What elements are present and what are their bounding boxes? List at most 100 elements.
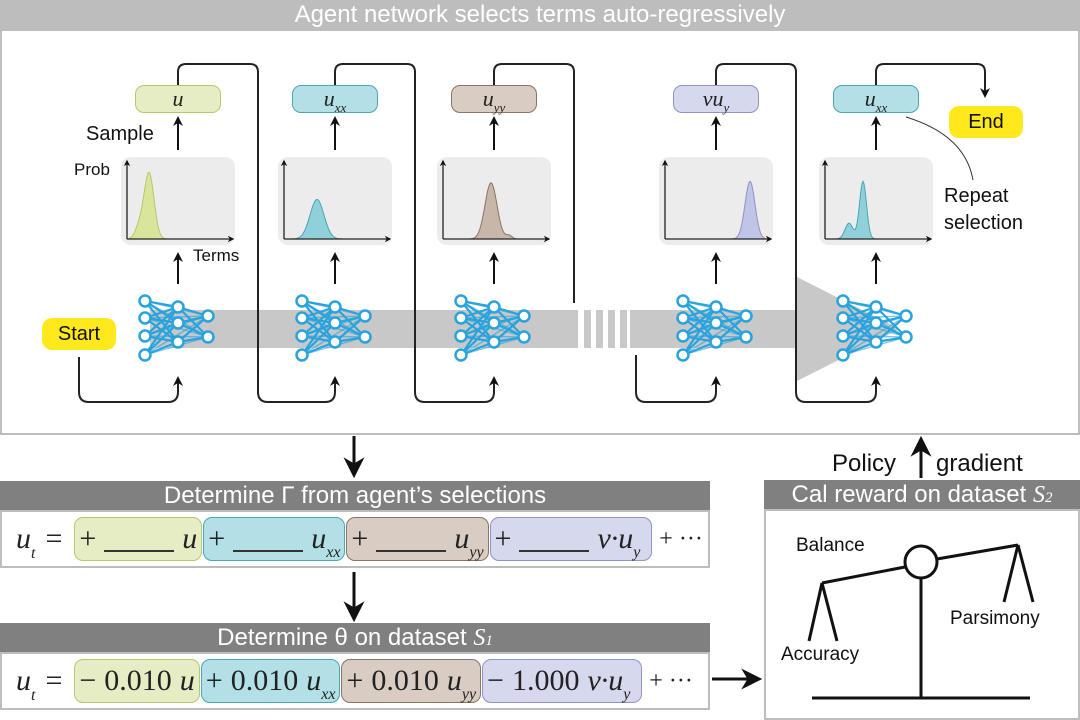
term-coefficient: 0.010 [371,664,439,697]
loop-connector [493,63,575,303]
prob-label: Prob [74,160,110,179]
network-node [454,329,468,343]
loop-connector [177,63,340,403]
network-node [295,311,309,325]
start-tag[interactable]: Start [42,318,116,350]
accuracy-label: Accuracy [781,644,860,665]
term-text: u [323,86,335,111]
coefficient-blank [233,526,304,552]
term-variable: u [454,522,470,555]
distribution-chart [659,157,773,245]
term-subscript: xx [334,100,347,115]
network-node [171,316,185,330]
distribution-chart [819,157,933,245]
end-tag[interactable]: End [949,106,1023,138]
network-node [171,300,185,314]
term-variable: u [446,664,462,697]
terms-label: Terms [193,246,240,265]
network-node [201,309,215,323]
network-node [328,300,342,314]
term-coefficient: 1.000 [511,664,580,697]
equals-sign: = [45,664,63,697]
network-node [487,335,501,349]
term-subscript: yy [469,544,484,561]
theta-dataset: S1 [473,625,493,651]
network-node [869,335,883,349]
network-node [328,316,342,330]
network-node [836,348,850,362]
repeat-label-line1: Repeat [944,185,1009,207]
network-node [295,348,309,362]
reward-panel [764,509,1080,720]
network-node [709,300,723,314]
repeat-label-line2: selection [944,212,1023,234]
term-subscript: xx [326,544,341,561]
term-subscript: yy [493,100,506,115]
chart-background [278,157,392,245]
term-sign: − [487,664,504,697]
term-variable: u [182,522,198,555]
term-subscript: xx [321,686,336,703]
network-node [454,311,468,325]
term-subscript: yy [461,686,477,703]
equation-lhs-subscript: t [31,687,36,704]
reward-dataset: S2 [1032,482,1053,508]
agent-panel-title: Agent network selects terms auto-regress… [0,0,1080,30]
term-subscript: y [623,686,631,703]
policy-label: Policy [832,450,897,477]
term-sign: + [79,522,97,555]
equation-lhs: u [16,522,31,555]
network-node [358,309,372,323]
equation-tail: + ··· [659,525,703,552]
term-sign: − [79,664,97,697]
start-connector [78,357,183,403]
network-node [869,316,883,330]
term-sign: + [351,522,369,555]
loop-connector [635,355,721,403]
coefficient-blank [519,526,590,552]
neural-network-icon [138,294,215,362]
loop-connector [334,63,499,403]
reward-panel-title: Cal reward on dataset S2 [764,480,1080,510]
term-sign: + [208,522,226,555]
equals-sign: = [45,522,63,555]
network-node [899,309,913,323]
term-variable: u [306,664,322,697]
theta-title-prefix: Determine θ on dataset [217,624,474,651]
distribution-chart [278,157,392,245]
term-pill-2: uxx [292,85,378,115]
term-text: u [864,86,876,111]
term-variable: u [311,522,327,555]
network-node [454,294,468,308]
term-sign: + [205,664,223,697]
neural-network-icon [676,294,753,362]
network-node [517,330,531,344]
equation-lhs-subscript: t [31,545,36,562]
equation-term-1: +u [74,517,203,561]
reward-title-prefix: Cal reward on dataset [791,481,1033,508]
network-node [138,294,152,308]
distribution-chart [437,157,551,245]
term-coefficient: 0.010 [104,664,172,697]
term-pill-3: uyy [451,85,537,115]
neural-networks [138,294,913,362]
term-pill-5: uxx [833,85,919,115]
coefficient-blank [376,526,447,552]
feedback-loops [177,63,881,403]
network-node [487,300,501,314]
distribution-chart [121,157,235,245]
network-node [836,329,850,343]
network-node [295,294,309,308]
term-subscript: y [723,100,730,115]
network-node [138,329,152,343]
network-node [676,348,690,362]
neural-network-icon [836,294,913,362]
network-node [899,330,913,344]
term-variable: v·u [597,522,634,555]
